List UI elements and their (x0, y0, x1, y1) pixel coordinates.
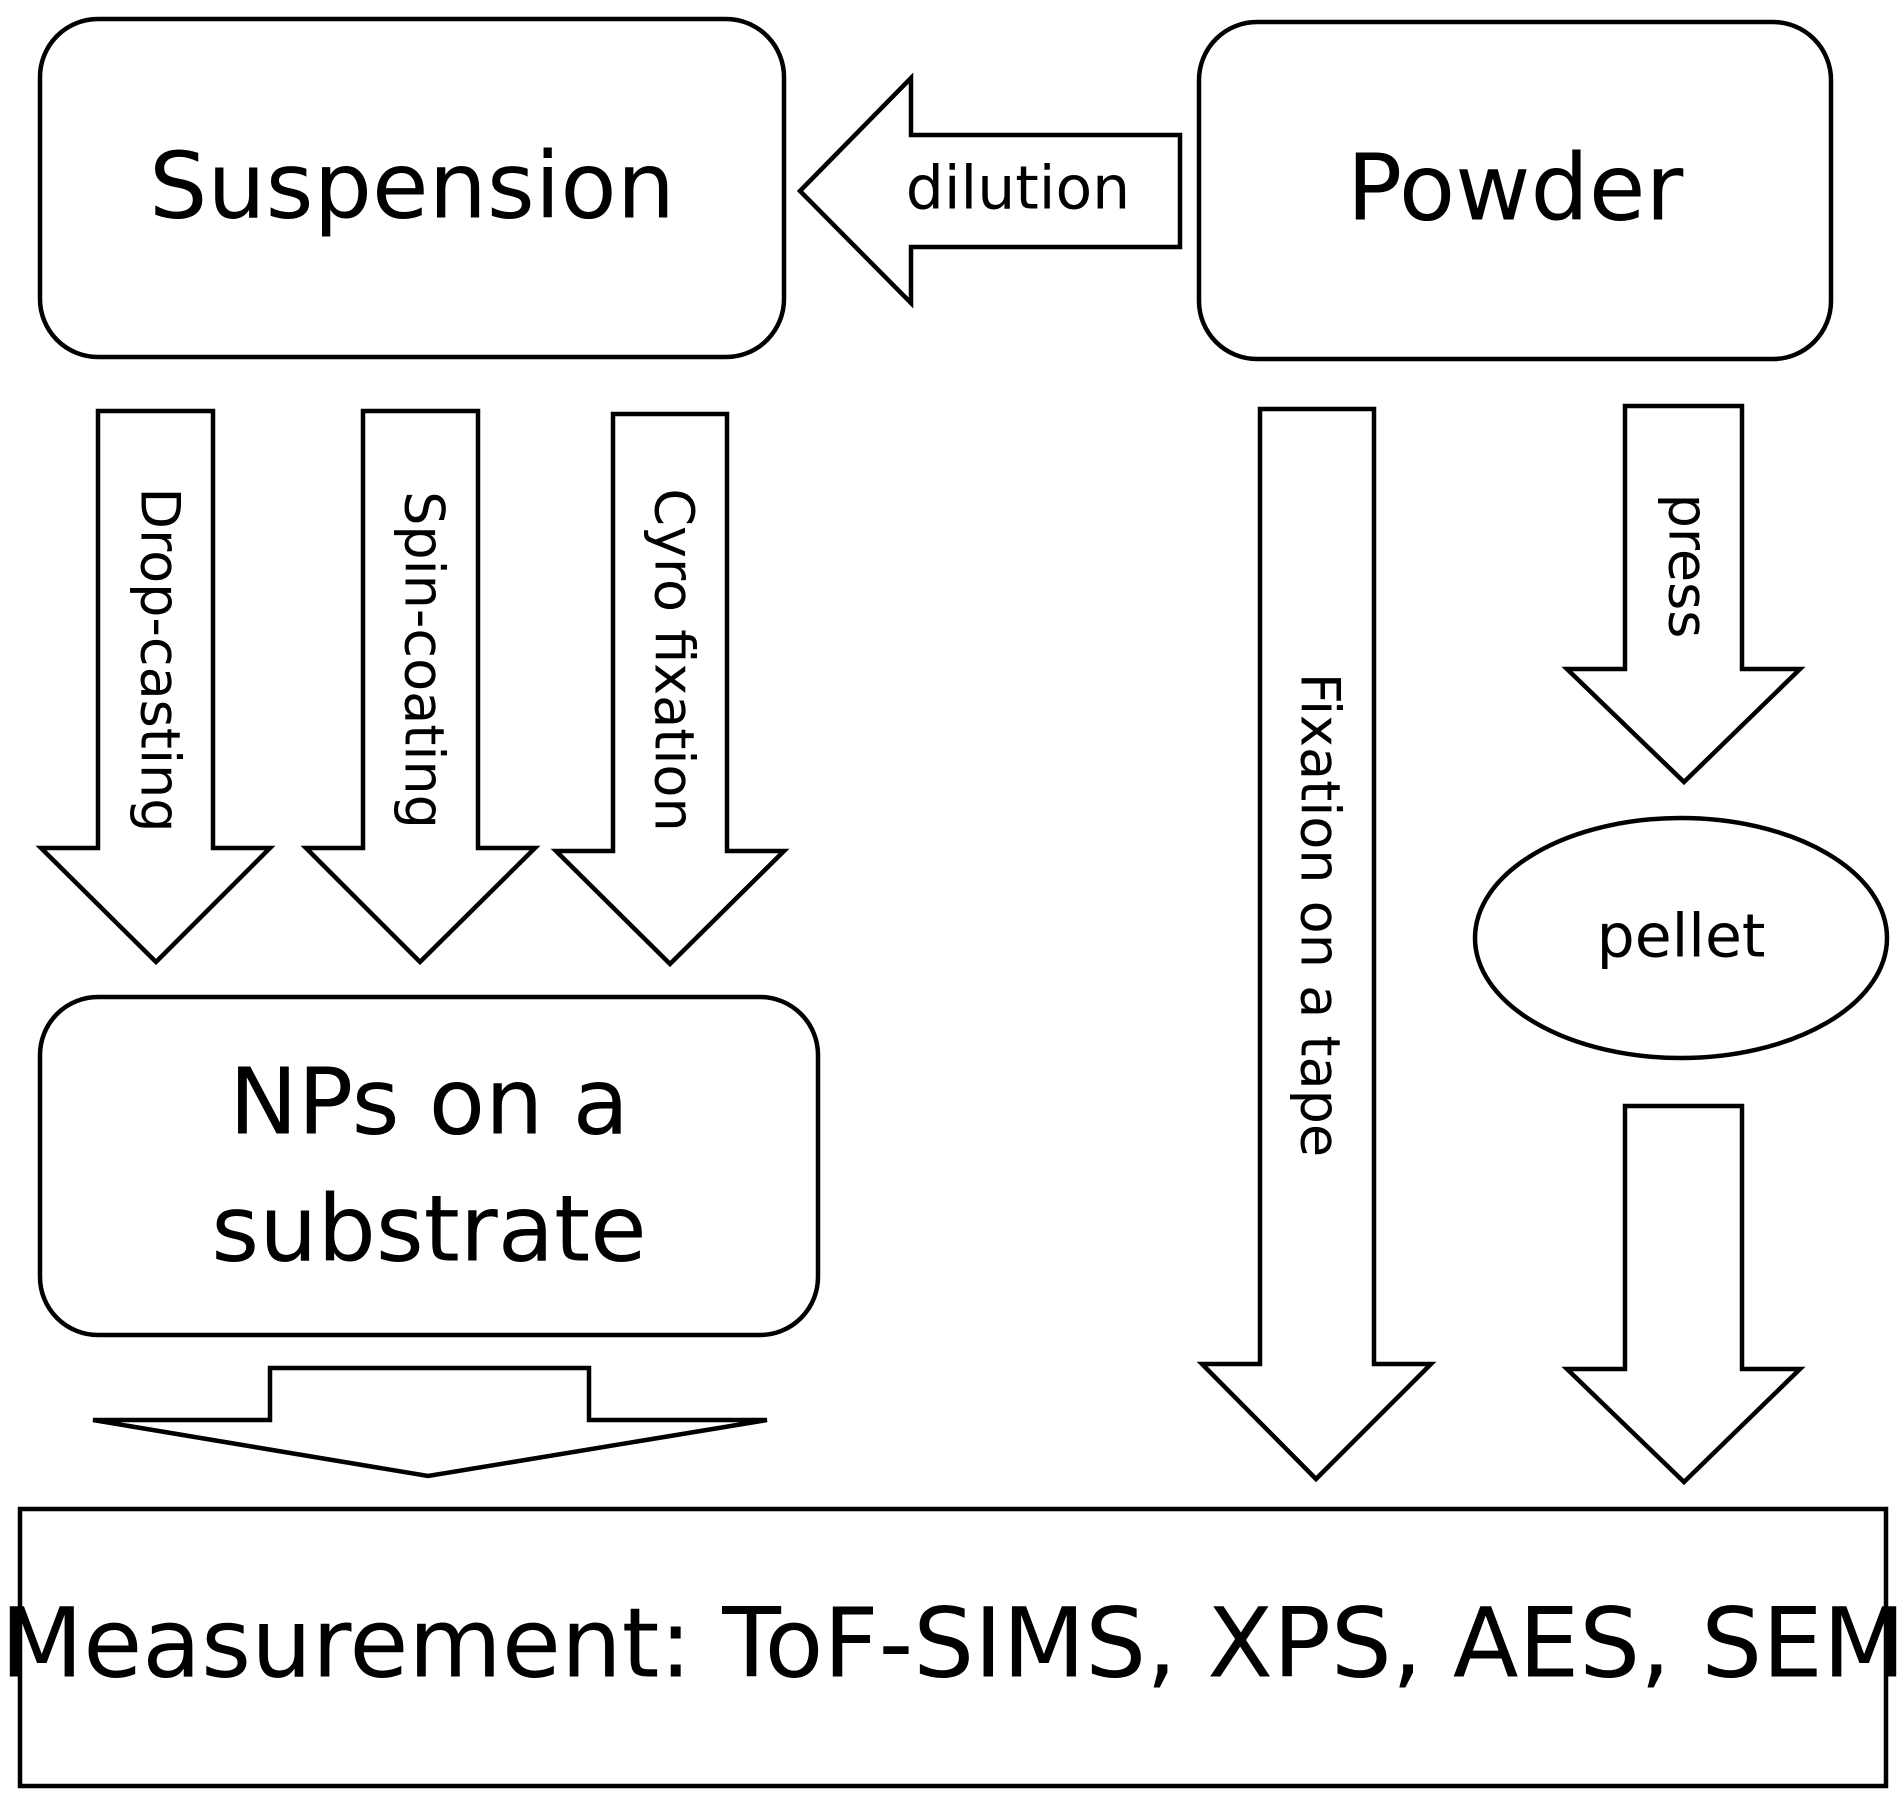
pellet-to-measurement-arrow (1561, 1103, 1806, 1486)
pellet-label: pellet (1597, 902, 1766, 972)
cyro-fixation-arrow (550, 411, 790, 968)
cyro-fixation-label: Cyro fixation (642, 488, 705, 831)
dilution-arrow (796, 72, 1183, 309)
spin-coating-arrow (300, 408, 541, 966)
suspension-label: Suspension (149, 132, 675, 239)
nps-substrate-label-line1: NPs on a (229, 1048, 629, 1155)
suspension-box (37, 16, 787, 360)
drop-casting-label: Drop-casting (128, 488, 191, 833)
press-label: press (1656, 494, 1719, 639)
dilution-label: dilution (906, 154, 1130, 224)
fixation-tape-label: Fixation on a tape (1288, 673, 1351, 1157)
press-arrow (1561, 403, 1806, 786)
drop-casting-arrow (35, 408, 276, 966)
nps-to-measurement-arrow (92, 1365, 768, 1479)
nps-substrate-box (37, 994, 821, 1338)
pellet-ellipse (1472, 815, 1890, 1061)
powder-label: Powder (1347, 134, 1684, 241)
measurement-label: Measurement: ToF-SIMS, XPS, AES, SEM (0, 1587, 1904, 1699)
measurement-box (17, 1506, 1889, 1789)
powder-box (1196, 19, 1834, 362)
spin-coating-label: Spin-coating (392, 491, 455, 829)
nps-substrate-label-line2: substrate (211, 1175, 647, 1282)
fixation-tape-arrow (1196, 406, 1437, 1483)
